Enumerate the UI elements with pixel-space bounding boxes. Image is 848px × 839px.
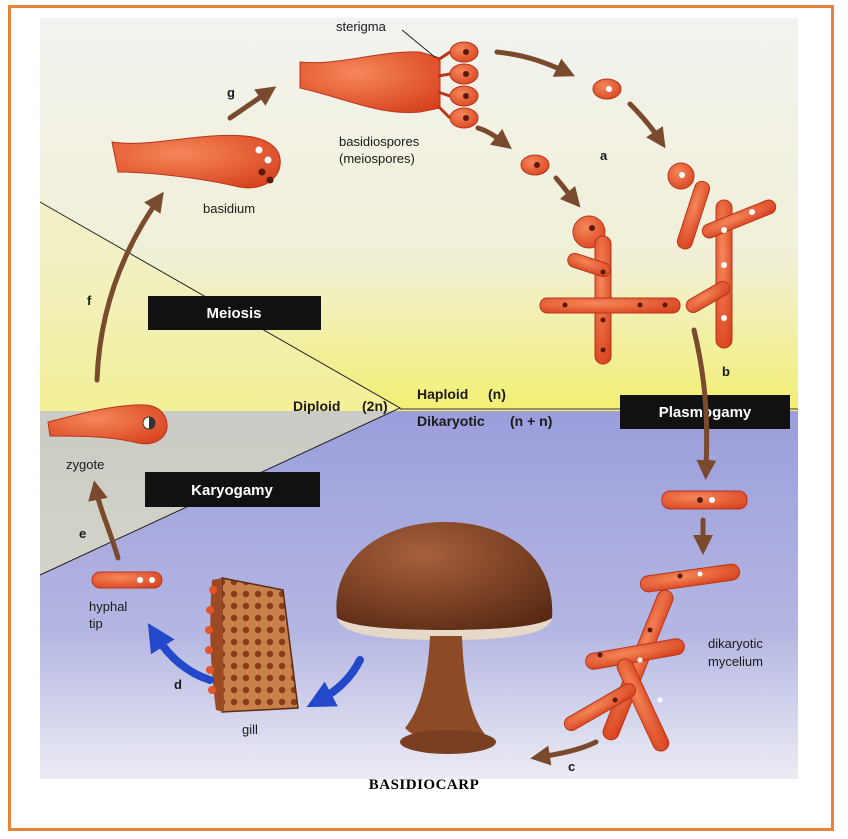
step-c: c: [568, 759, 575, 774]
diploid-label: Diploid: [293, 398, 340, 414]
basidiocarp: [336, 522, 553, 754]
step-b: b: [722, 364, 730, 379]
figure-caption: BASIDIOCARP: [368, 777, 480, 793]
arrow-f: [94, 191, 164, 383]
step-f: f: [87, 293, 92, 308]
step-a: a: [600, 148, 608, 163]
basidium: [111, 134, 281, 189]
diploid-boundary: [39, 201, 402, 576]
basidiospores-label: basidiospores: [339, 134, 420, 149]
tip-label: tip: [89, 616, 103, 631]
meiosis-label: Meiosis: [206, 305, 261, 322]
haploid-spore-b: [520, 154, 550, 176]
sterigma-pointer: [401, 29, 437, 59]
haploid-label: Haploid: [417, 386, 468, 402]
hyphal-tip: [91, 571, 163, 589]
arrow-germinate-b: [553, 175, 581, 208]
meiospores-label: (meiospores): [339, 151, 415, 166]
dikaryotic-label: Dikaryotic: [417, 413, 485, 429]
karyogamy-label: Karyogamy: [191, 482, 273, 499]
arrow-d: [147, 623, 214, 684]
arrow-spore-b: [475, 125, 512, 150]
step-g: g: [227, 85, 235, 100]
arrow-germinate-a: [627, 101, 666, 149]
gill: [205, 577, 299, 713]
step-d: d: [174, 677, 182, 692]
dikaryotic-value: (n + n): [510, 413, 552, 429]
diploid-region: [40, 202, 400, 575]
arrow-g: [227, 86, 277, 121]
haploid-value: (n): [488, 386, 506, 402]
arrow-to-gill: [306, 656, 364, 708]
basidium-label: basidium: [203, 201, 255, 216]
germinating-hypha-left: [539, 215, 681, 365]
dikaryotic-cell: [661, 490, 748, 510]
dikaryotic-mycelium: [563, 563, 741, 752]
mycelium-label: mycelium: [708, 654, 763, 669]
step-e: e: [79, 526, 86, 541]
arrow-c: [530, 739, 599, 766]
karyogamy-box: Karyogamy: [145, 472, 320, 507]
gill-label: gill: [242, 722, 258, 737]
germinating-hypha-right: [667, 162, 777, 349]
sterigma-label: sterigma: [336, 19, 387, 34]
arrow-b: [691, 327, 717, 480]
hyphal-label: hyphal: [89, 599, 127, 614]
dikaryotic-label-mycelium: dikaryotic: [708, 636, 763, 651]
arrow-spore-a: [494, 49, 576, 77]
zygote: [47, 404, 168, 445]
meiosis-box: Meiosis: [148, 296, 321, 330]
zygote-label: zygote: [66, 457, 104, 472]
diploid-value: (2n): [362, 398, 388, 414]
basidium-with-spores: [299, 41, 479, 129]
haploid-spore-a: [592, 78, 622, 100]
arrow-e: [88, 480, 121, 561]
